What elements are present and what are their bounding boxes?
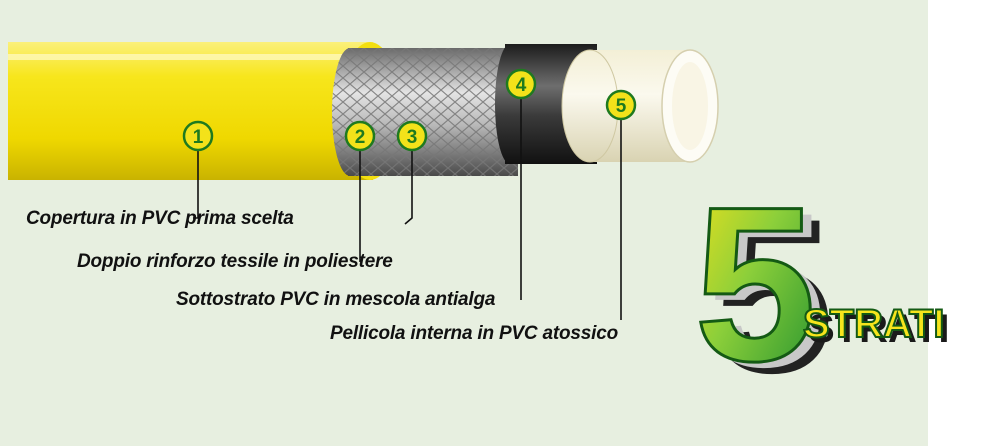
callout-number-1: 1	[193, 127, 204, 148]
inner-film-layer	[561, 49, 719, 163]
callout-number-3: 3	[407, 127, 418, 148]
logo-five-mid: 5	[704, 167, 826, 413]
logo-strati-shadow: STRATI	[808, 307, 949, 351]
logo-five: 5	[694, 161, 816, 407]
callout-number-5: 5	[616, 96, 627, 117]
label-cover: Copertura in PVC prima scelta	[26, 208, 294, 229]
label-inner-film: Pellicola interna in PVC atossico	[330, 323, 618, 344]
callout-marker-1: 1	[182, 120, 214, 152]
leader-lines	[193, 98, 622, 320]
textile-reinforcement-layer	[332, 48, 518, 176]
callout-number-2: 2	[355, 127, 366, 148]
callout-marker-4: 4	[505, 68, 537, 100]
logo-five-shadow: 5	[712, 173, 834, 419]
five-strati-logo: 5 5 5 STRATI STRATI	[693, 160, 950, 420]
callout-marker-5: 5	[605, 89, 637, 121]
logo-strati: STRATI	[803, 302, 944, 346]
callout-number-4: 4	[516, 75, 527, 96]
label-reinforcement: Doppio rinforzo tessile in poliestere	[77, 251, 393, 272]
callout-marker-2: 2	[344, 120, 376, 152]
outer-cover-layer	[8, 42, 400, 180]
label-sublayer: Sottostrato PVC in mescola antialga	[176, 289, 496, 310]
callout-marker-3: 3	[396, 120, 428, 152]
